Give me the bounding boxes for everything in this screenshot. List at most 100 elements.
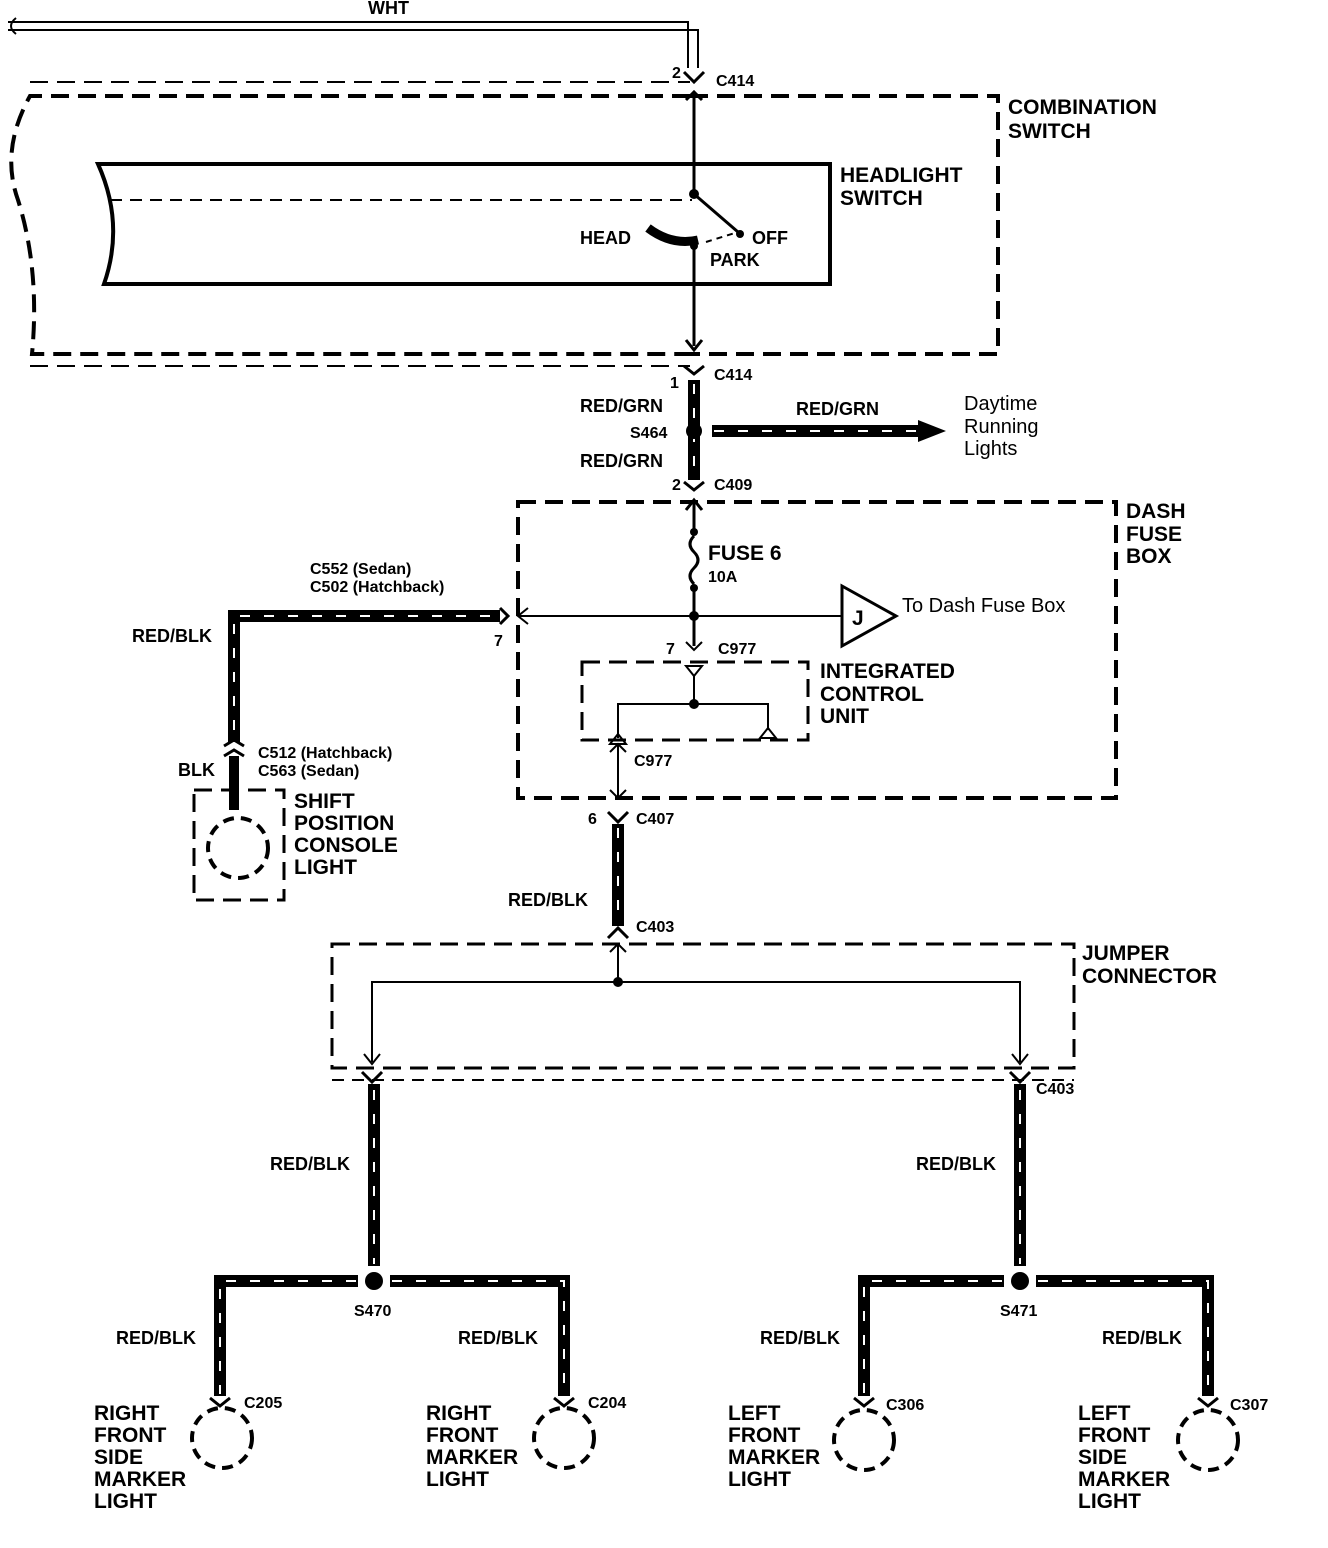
light-label: SHIFT [294,790,355,813]
bulb-label: MARKER [728,1446,820,1469]
wire-label: RED/GRN [796,399,879,419]
bulb-icon [1176,1408,1240,1472]
wire-label: RED/BLK [458,1328,538,1348]
bulb-label: LIGHT [728,1468,791,1491]
combination-switch: COMBINATION SWITCH [9,81,1157,367]
light-label-3: CONSOLE [294,834,398,857]
bulb-label: LEFT [728,1402,781,1425]
right-marker-branch: RED/BLK S470 RED/BLK RED/BLK C205 C204 R… [94,1084,626,1513]
connector-label: C414 [714,367,752,384]
wire-label: RED/BLK [270,1154,350,1174]
bulb-icon [832,1408,896,1472]
wht-wire-label: WHT [368,0,409,18]
bulb-label: SIDE [94,1446,143,1469]
fuse-label: FUSE 6 [708,542,782,565]
pin-label: 2 [672,65,681,82]
wire-label: RED/BLK [116,1328,196,1348]
icu-title-3: UNIT [820,705,869,728]
connector-c407: 6 C407 RED/BLK C403 [508,810,674,940]
bulb-label: FRONT [94,1424,166,1447]
connector-label: C307 [1230,1397,1268,1414]
bulb-label: LEFT [1078,1402,1131,1425]
drl-label-3: Lights [964,438,1017,460]
connector-label: C306 [886,1397,924,1414]
combination-switch-title-2: SWITCH [1008,120,1091,143]
wire-label: RED/BLK [508,890,588,910]
pin-label: 2 [672,477,681,494]
headlight-switch: HEADLIGHT SWITCH HEAD OFF PARK [94,96,963,353]
connector-c414-bottom: 1 C414 [670,364,752,392]
bulb-label: FRONT [426,1424,498,1447]
connector-label: C407 [636,811,674,828]
splice-label: S471 [1000,1303,1037,1320]
splice-s464 [686,423,702,439]
connector-label: C403 [636,919,674,936]
bulb-label: MARKER [94,1468,186,1491]
connector-c414-top: 2 C414 [672,65,754,102]
icu-title: INTEGRATED [820,660,955,683]
connector-label: C414 [716,73,754,90]
bulb-label: FRONT [1078,1424,1150,1447]
splice-s470 [365,1272,383,1290]
connector-label: C409 [714,477,752,494]
connector-label: C977 [634,753,672,770]
splice-label: S470 [354,1303,391,1320]
splice-s471 [1011,1272,1029,1290]
pos-head-label: HEAD [580,228,631,248]
ref-triangle-icon [840,583,900,649]
dash-fuse-box: DASH FUSE BOX FUSE 6 10A J To Dash Fuse … [516,497,1186,800]
headlight-switch-title-2: SWITCH [840,187,923,210]
combination-switch-title: COMBINATION [1008,96,1157,119]
pin-label: 1 [670,375,679,392]
connector-label: C403 [1036,1081,1074,1098]
pin-label: 7 [494,633,503,650]
connector-label-2: C563 (Sedan) [258,763,359,780]
bulb-label: MARKER [426,1446,518,1469]
light-label-2: POSITION [294,812,394,835]
connector-label: C977 [718,641,756,658]
wire-label: RED/BLK [916,1154,996,1174]
connector-label: C512 (Hatchback) [258,745,392,762]
jumper-connector: JUMPER CONNECTOR C403 [330,942,1217,1098]
jumper-title: JUMPER [1082,942,1170,965]
wht-wire: WHT [8,0,699,68]
bulb-icon [190,1406,254,1470]
splice-label: S464 [630,425,667,442]
bulb-icon [532,1406,596,1470]
bulb-icon [206,816,270,880]
pin-label: 7 [666,641,675,658]
connector-label: C204 [588,1395,626,1412]
bulb-label: LIGHT [1078,1490,1141,1513]
connector-c409: 2 C409 [672,477,752,494]
bulb-label: SIDE [1078,1446,1127,1469]
left-marker-branch: RED/BLK S471 RED/BLK RED/BLK C306 C307 L… [728,1084,1268,1513]
bulb-label: LIGHT [426,1468,489,1491]
icu-title-2: CONTROL [820,683,924,706]
bulb-label: MARKER [1078,1468,1170,1491]
fuse-icon [688,534,700,586]
wire-label: RED/BLK [132,626,212,646]
wire-label: RED/GRN [580,396,663,416]
ref-text: To Dash Fuse Box [902,595,1065,617]
dash-fuse-box-title-3: BOX [1126,545,1172,568]
splice-s464-section: RED/GRN S464 RED/GRN RED/GRN Daytime Run… [580,380,1039,480]
pos-park-label: PARK [710,250,760,270]
headlight-switch-title: HEADLIGHT [840,164,963,187]
light-label-4: LIGHT [294,856,357,879]
dash-fuse-box-title: DASH [1126,500,1186,523]
bulb-label: RIGHT [94,1402,160,1425]
fuse-rating: 10A [708,569,738,586]
connector-label: C552 (Sedan) [310,561,411,578]
dash-fuse-box-title-2: FUSE [1126,523,1182,546]
wire-label: BLK [178,760,215,780]
pin-label: 6 [588,811,597,828]
wire-label: RED/BLK [1102,1328,1182,1348]
drl-label-2: Running [964,416,1039,438]
connector-label-2: C502 (Hatchback) [310,579,444,596]
off-contact [736,230,744,238]
integrated-control-unit: INTEGRATED CONTROL UNIT C977 [580,660,955,800]
bulb-label: FRONT [728,1424,800,1447]
wire-label: RED/GRN [580,451,663,471]
pos-off-label: OFF [752,228,788,248]
